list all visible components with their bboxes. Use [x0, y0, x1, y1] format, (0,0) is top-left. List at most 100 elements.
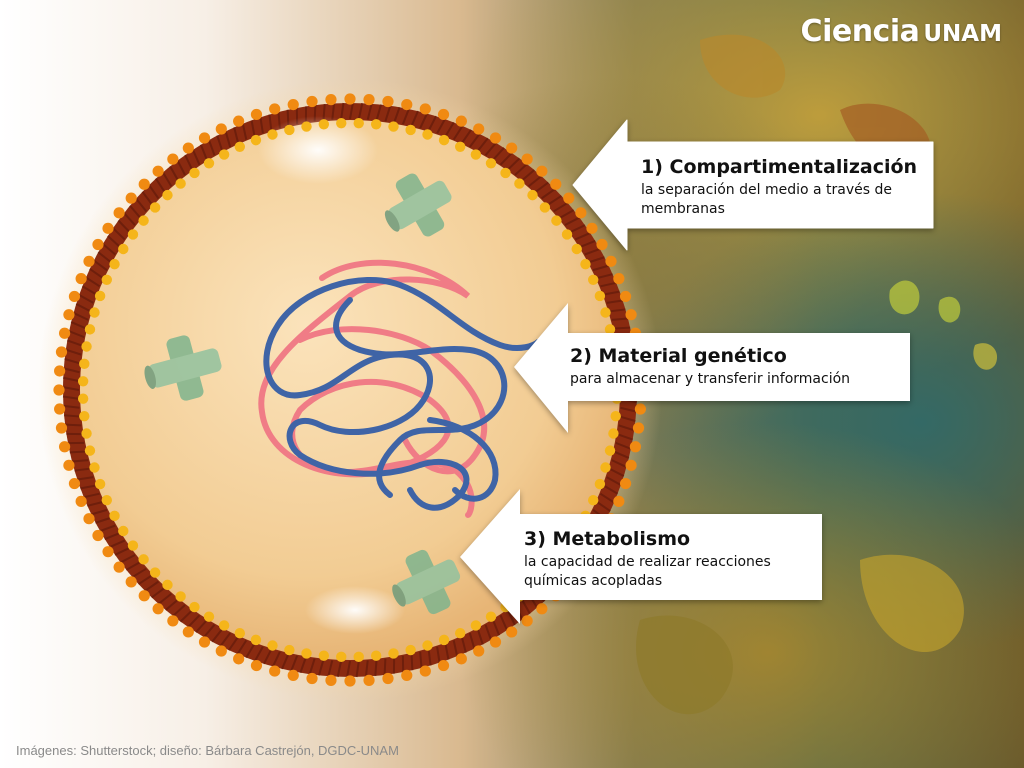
lipid-head-outer [437, 108, 450, 121]
lipid-head-inner [162, 189, 173, 201]
lipid-head-outer [250, 108, 263, 121]
lipid-head-outer [68, 477, 81, 490]
lipid-head-outer [55, 346, 68, 358]
lipid-head-outer [75, 495, 87, 507]
lipid-head-outer [92, 238, 104, 251]
lipid-head-inner [604, 324, 616, 335]
lipid-head-inner [405, 124, 416, 136]
lipid-head-outer [287, 98, 299, 111]
lipid-head-outer [287, 669, 299, 682]
lipid-head-inner [203, 611, 215, 622]
lipid-head-outer [125, 576, 137, 588]
lipid-head-inner [234, 141, 246, 152]
lipid-head-outer [613, 273, 625, 285]
lipid-head-inner [580, 258, 591, 270]
cytoplasm [80, 120, 620, 660]
logo-suffix: UNAM [923, 21, 1002, 47]
lipid-head-outer [83, 255, 95, 267]
lipid-head-outer [269, 103, 281, 115]
lipid-head-inner [610, 410, 621, 422]
lipid-head-outer [521, 615, 533, 627]
lipid-head-inner [81, 341, 92, 352]
lipid-head-outer [53, 384, 65, 396]
lipid-head-outer [605, 255, 617, 267]
lipid-head-inner [500, 167, 511, 179]
lipid-head-outer [419, 103, 431, 115]
lipid-head-inner [109, 258, 120, 270]
lipid-head-outer [182, 142, 194, 154]
lipid-head-outer [68, 290, 81, 303]
lipid-head-inner [353, 651, 364, 663]
lipid-head-inner [551, 215, 562, 226]
lipid-head-inner [84, 324, 96, 335]
callout-title: 2) Material genético [570, 345, 787, 367]
lipid-head-outer [198, 636, 211, 648]
lipid-head-inner [336, 117, 347, 129]
lipid-head-outer [437, 659, 450, 672]
lipid-head-inner [89, 307, 100, 318]
lipid-head-outer [619, 477, 632, 490]
lipid-head-inner [79, 358, 90, 370]
lipid-head-inner [203, 158, 215, 169]
lipid-head-inner [318, 650, 330, 661]
dna-strand [427, 417, 499, 502]
lipid-head-outer [473, 645, 485, 657]
lipid-head-inner [77, 393, 89, 404]
lipid-head-outer [550, 178, 562, 190]
lipid-head-outer [58, 327, 71, 339]
dna-strand [263, 276, 541, 511]
lipid-head-inner [189, 601, 200, 613]
lipid-head-outer [215, 123, 227, 135]
lipid-head-outer [233, 653, 245, 665]
lipid-head-outer [632, 422, 645, 434]
lipid-head-inner [101, 494, 112, 506]
lipid-head-inner [388, 121, 399, 132]
lipid-head-outer [586, 222, 598, 234]
lipid-head-outer [167, 153, 179, 165]
lipid-head-outer [138, 590, 150, 602]
callout-description: la capacidad de realizar reacciones quím… [524, 554, 771, 589]
lipid-head-inner [138, 215, 149, 226]
lipid-head-outer [102, 546, 114, 558]
lipid-head-inner [370, 650, 382, 661]
lipid-head-inner [571, 243, 582, 255]
protein [144, 335, 222, 401]
lipid-head-inner [604, 445, 616, 456]
lipid-head-outer [489, 132, 502, 144]
lipid-head-outer [152, 603, 164, 615]
lipid-head-outer [215, 645, 227, 657]
lipid-head-inner [189, 167, 200, 179]
lipid-head-outer [506, 142, 518, 154]
lipid-head-inner [301, 121, 312, 132]
lipid-head-inner [175, 591, 186, 602]
lipid-head-inner [470, 620, 482, 631]
lipid-head-inner [175, 178, 186, 189]
lipid-head-outer [521, 153, 533, 165]
lipid-head-inner [162, 579, 173, 591]
dna-strand [333, 297, 508, 498]
lipid-head-outer [401, 98, 413, 111]
lipid-head-inner [438, 634, 450, 646]
lipid-head-inner [514, 178, 525, 189]
lipid-head-inner [318, 119, 330, 130]
lipid-head-outer [634, 403, 646, 415]
lipid-head-inner [81, 428, 92, 439]
logo-wordmark: Ciencia [800, 14, 920, 49]
lipid-head-inner [79, 410, 90, 422]
lipid-head-inner [454, 628, 466, 639]
lipid-head-inner [118, 525, 129, 537]
lipid-head-outer [489, 636, 502, 648]
image-credit: Imágenes: Shutterstock; diseño: Bárbara … [16, 743, 399, 758]
lipid-head-outer [55, 422, 68, 434]
callout-title: 3) Metabolismo [524, 528, 691, 550]
callout-description: la separación del medio a través de memb… [641, 182, 892, 217]
callout-arrow-shape [460, 489, 822, 624]
lipid-head-outer [536, 603, 548, 615]
callout-arrow-shape [514, 303, 910, 433]
lipid-head-outer [506, 626, 518, 638]
lipid-head-outer [536, 165, 548, 177]
lipid-head-inner [470, 149, 482, 160]
lipid-head-inner [218, 149, 230, 160]
lipid-head-inner [422, 640, 433, 651]
lipid-head-inner [101, 274, 112, 286]
